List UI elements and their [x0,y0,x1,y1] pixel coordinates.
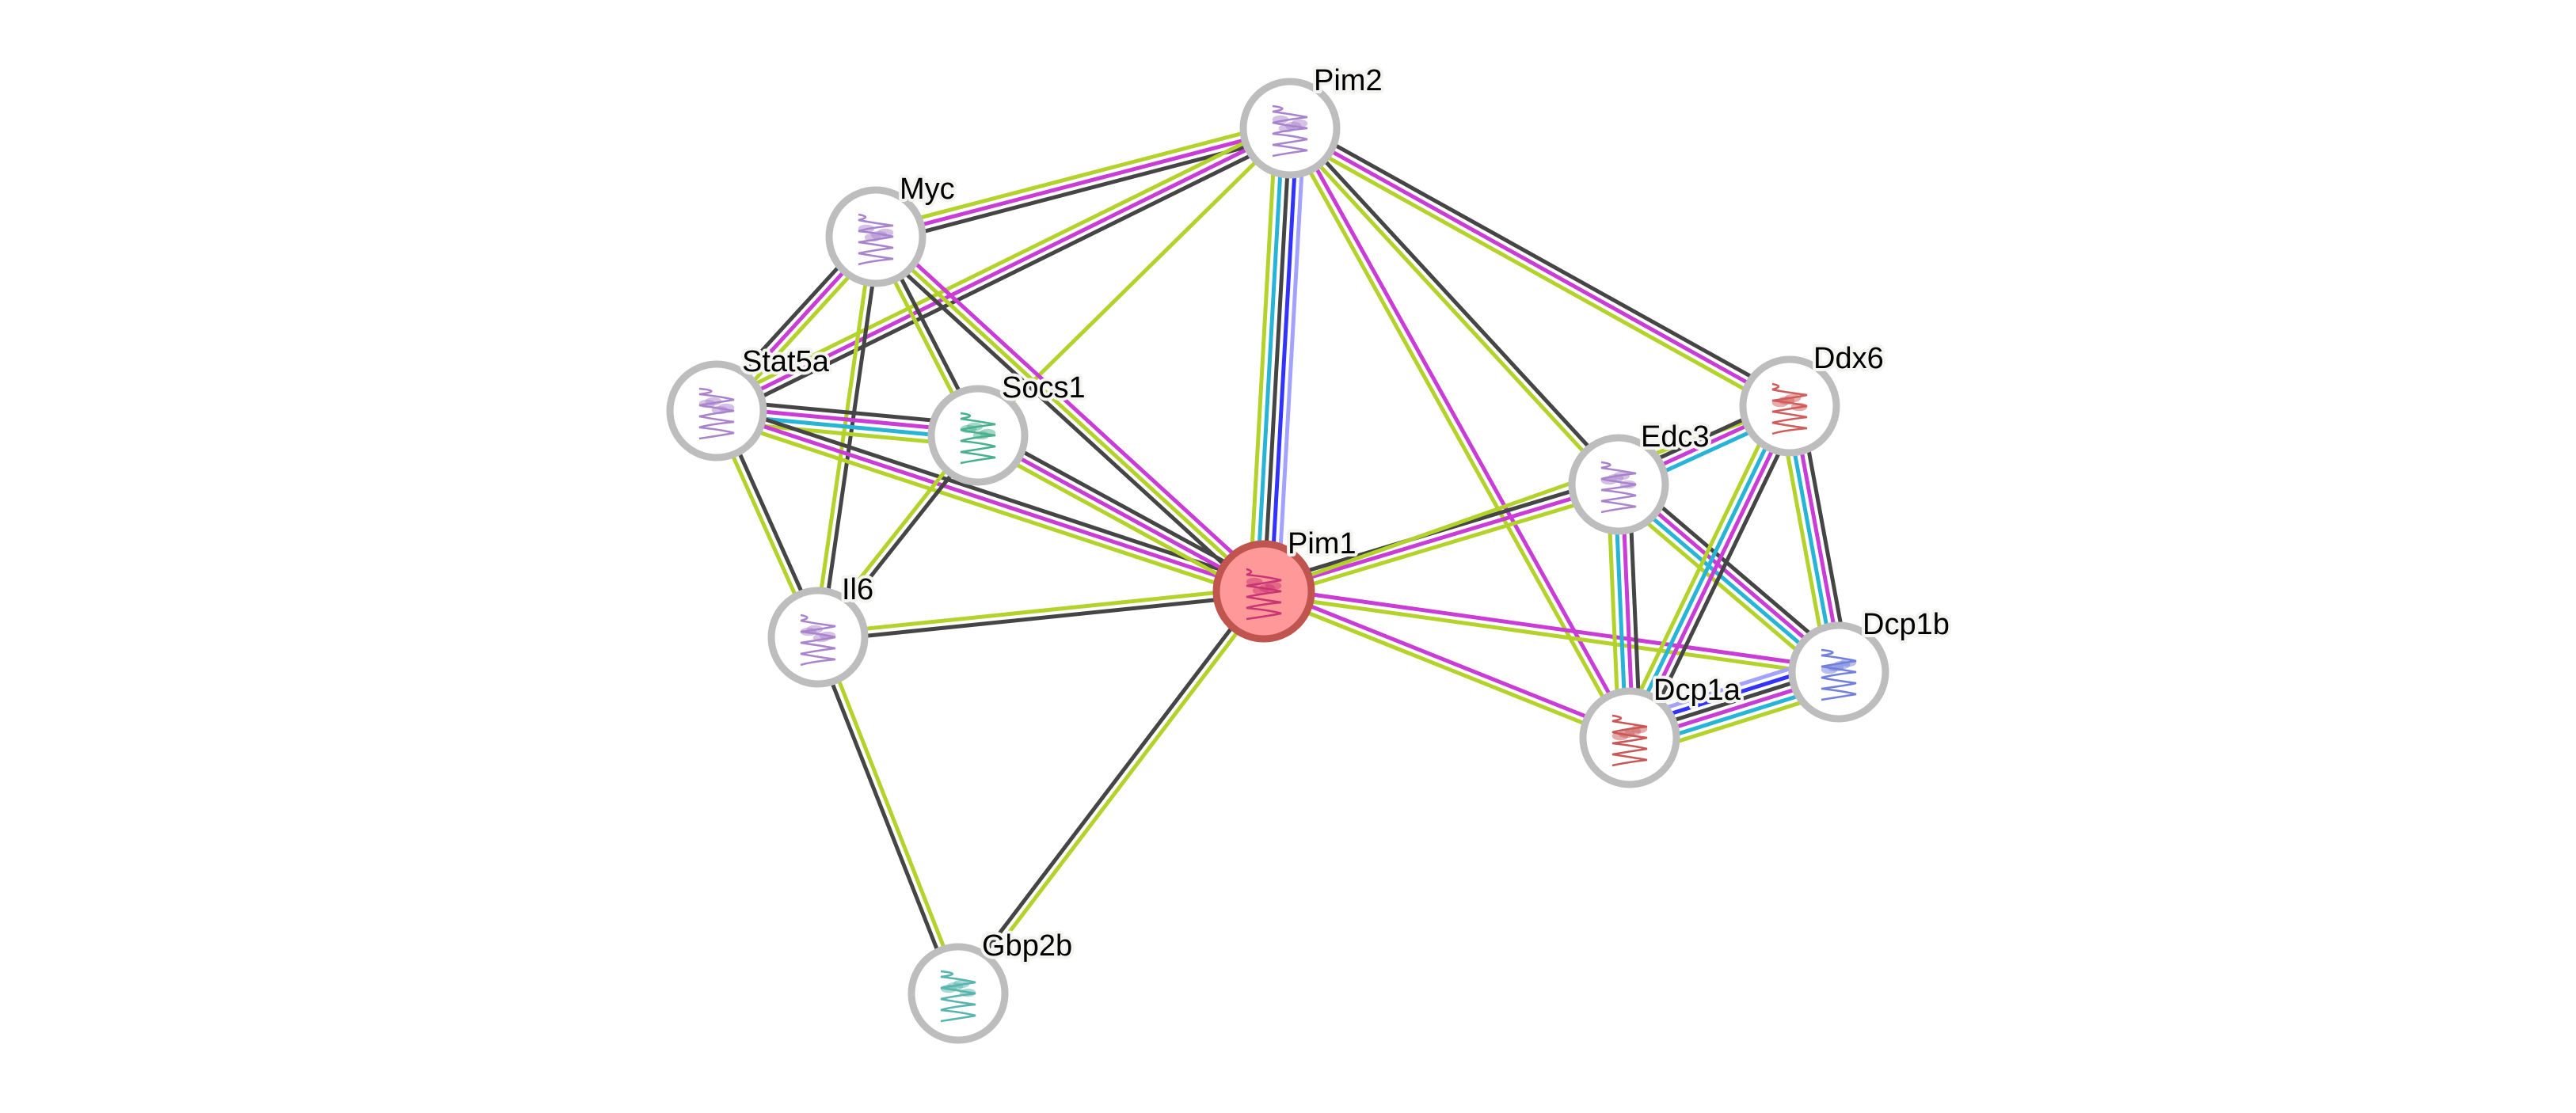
evidence-line-black [819,237,881,638]
edge-pim1-dcp1a[interactable] [1261,586,1632,743]
node-socs1[interactable]: Socs1 [927,368,1089,486]
edge-pim2-ddx6[interactable] [1285,120,1794,415]
evidence-line-green [712,120,1288,407]
evidence-line-magenta [875,126,1291,239]
evidence-line-green [976,127,1292,437]
evidence-line-green [1285,129,1618,488]
evidence-line-green [713,416,1262,600]
node-label: Myc [900,173,955,206]
evidence-line-green [1285,132,1787,415]
protein-structure-icon [940,970,976,1023]
node-label: Stat5a [742,345,830,378]
protein-structure-icon [1272,104,1308,158]
evidence-line-black [718,132,1295,420]
edge-pim2-pim1[interactable] [1247,127,1307,593]
evidence-line-magenta [1288,126,1791,408]
edge-il6-pim1[interactable] [817,586,1265,643]
edge-il6-gbp2b[interactable] [812,635,964,996]
evidence-line-magenta [1264,586,1632,737]
node-label: Gbp2b [982,929,1072,963]
node-gbp2b[interactable]: Gbp2b [907,926,1075,1044]
evidence-line-green [959,592,1269,997]
protein-structure-icon [800,613,836,667]
evidence-line-green [819,635,964,993]
evidence-line-black [818,592,1265,643]
evidence-line-black [869,240,1261,598]
evidence-line-green [1265,489,1622,601]
evidence-line-magenta [879,230,1270,588]
node-dcp1b[interactable]: Dcp1b [1788,605,1953,723]
evidence-line-black [1261,127,1292,592]
node-label: Ddx6 [1813,342,1884,375]
node-pim1[interactable]: Pim1 [1212,524,1360,643]
protein-structure-icon [1246,568,1282,621]
evidence-line-black [1292,120,1794,402]
evidence-line-blue [1269,128,1299,592]
evidence-line-green [1261,592,1630,743]
evidence-line-black [812,637,957,996]
evidence-line-black [1637,409,1802,743]
evidence-line-green [817,586,1264,636]
node-label: Pim2 [1314,64,1383,97]
evidence-line-green [874,235,1265,593]
edge-socs1-pim1[interactable] [973,427,1269,600]
evidence-line-magenta [1630,406,1795,741]
evidence-line-magenta [715,126,1292,413]
edge-pim2-stat5a[interactable] [712,120,1295,420]
protein-structure-icon [1821,648,1857,701]
protein-structure-icon [698,387,735,440]
evidence-line-green [873,119,1289,232]
protein-structure-icon [960,412,996,465]
edge-pim2-edc3[interactable] [1285,124,1623,488]
evidence-line-black [718,402,1267,587]
evidence-line-green [1247,127,1278,591]
evidence-line-magenta [716,408,1265,594]
protein-structure-icon [858,213,894,266]
evidence-line-cyan [1624,403,1789,738]
node-stat5a[interactable]: Stat5a [666,342,833,462]
evidence-line-magenta [1264,586,1840,671]
evidence-line-black [980,427,1269,587]
node-label: Pim1 [1288,527,1356,560]
edge-pim2-socs1[interactable] [976,127,1292,437]
edge-stat5a-pim1[interactable] [713,402,1267,600]
node-il6[interactable]: Il6 [767,570,877,688]
evidence-line-black [1291,124,1623,484]
protein-structure-icon [1771,382,1808,435]
node-edc3[interactable]: Edc3 [1568,417,1713,535]
evidence-line-cyan [1254,127,1285,591]
evidence-line-black [953,587,1263,993]
edge-ddx6-dcp1a[interactable] [1618,401,1802,743]
evidence-line-magenta [1291,125,1635,738]
node-ddx6[interactable]: Ddx6 [1739,339,1887,457]
edge-myc-pim1[interactable] [869,230,1270,598]
node-label: Socs1 [1002,371,1086,405]
evidence-line-green [973,439,1261,600]
node-label: Il6 [842,573,873,606]
node-dcp1a[interactable]: Dcp1a [1579,670,1745,788]
evidence-line-magenta [1263,482,1619,594]
edge-pim1-dcp1b[interactable] [1263,586,1840,678]
protein-structure-icon [1611,714,1648,767]
evidence-line-green [1263,592,1839,678]
evidence-line-lightblue [1276,128,1307,593]
node-myc[interactable]: Myc [825,169,958,287]
node-label: Dcp1b [1863,608,1950,641]
evidence-line-green [1618,401,1783,735]
evidence-line-magenta [976,433,1265,594]
edge-pim1-gbp2b[interactable] [953,587,1269,997]
node-label: Edc3 [1641,420,1710,454]
evidence-line-green [812,236,875,637]
node-pim2[interactable]: Pim2 [1239,61,1386,179]
edge-myc-il6[interactable] [812,236,881,638]
protein-structure-icon [1600,461,1637,514]
edge-pim2-dcp1a[interactable] [1284,125,1635,741]
node-label: Dcp1a [1653,674,1741,707]
